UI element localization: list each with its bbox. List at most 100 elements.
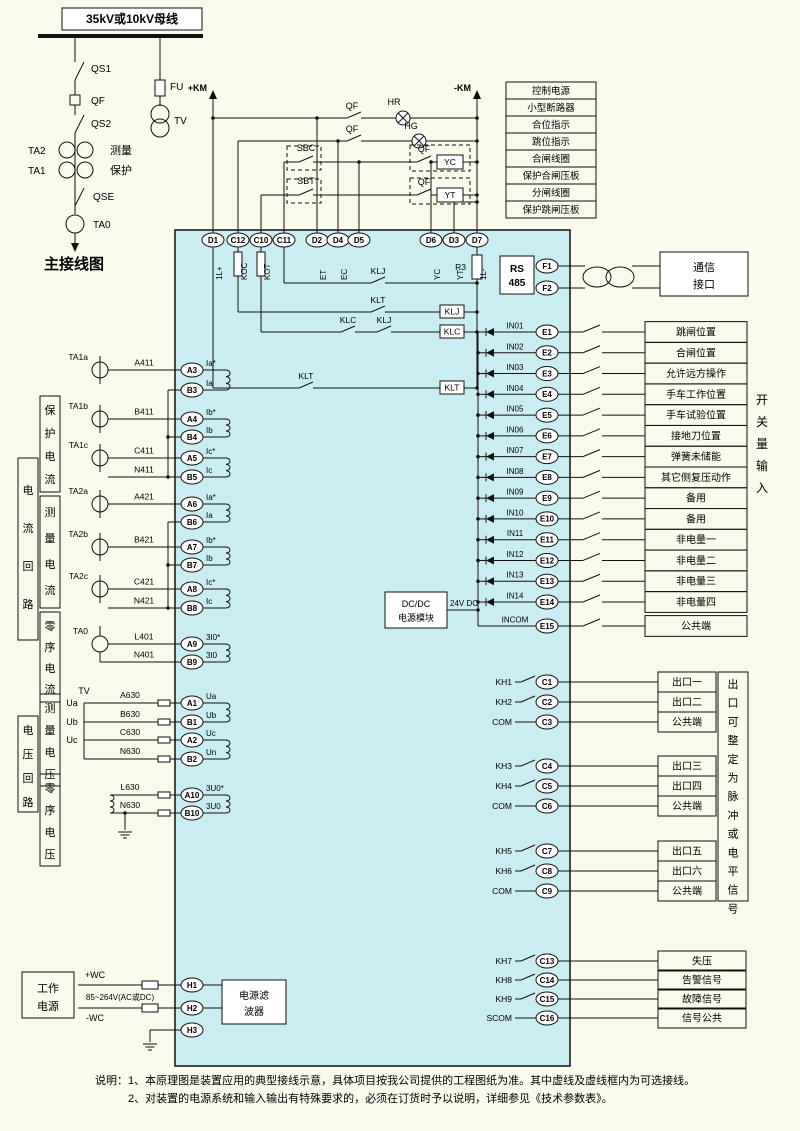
phase-label: Uc <box>67 735 78 745</box>
terminal-label: B10 <box>185 809 200 818</box>
terminal-label: H1 <box>187 981 198 990</box>
input-label: 非电量一 <box>676 533 716 546</box>
comm-box-label: 接口 <box>693 278 715 291</box>
output-label: 出口五 <box>672 845 702 858</box>
relay-contact-label: KH2 <box>495 697 512 707</box>
wire-label: C630 <box>120 727 141 737</box>
terminal-label: F2 <box>542 284 552 293</box>
terminal-sub-label: 1L+ <box>215 266 224 280</box>
coil-label: KLJ <box>445 307 460 317</box>
fuse-symbol <box>141 980 159 990</box>
terminal-label: C3 <box>542 718 553 727</box>
ct-label: TA2c <box>69 571 89 581</box>
junction-dot <box>476 475 480 480</box>
terminal-label: C2 <box>542 698 553 707</box>
terminal <box>180 600 204 616</box>
coil-symbol <box>109 794 115 814</box>
signal-label: Ia <box>206 511 213 520</box>
input-signal-label: IN08 <box>507 467 524 476</box>
output-label-box <box>657 988 747 1010</box>
terminal-label: E4 <box>542 390 552 399</box>
terminal-label: C5 <box>542 782 553 791</box>
output-label-box <box>657 711 717 733</box>
terminal-label: B5 <box>187 473 198 482</box>
terminal <box>180 654 204 670</box>
terminal-label: B9 <box>187 658 198 667</box>
terminal <box>535 694 559 710</box>
junction-dot <box>476 434 480 438</box>
relay-contact-label: COM <box>492 717 512 727</box>
terminal <box>535 552 559 568</box>
wire-label: +WC <box>85 970 106 980</box>
terminal <box>180 382 204 398</box>
signal-label: Ic <box>206 597 212 606</box>
terminal <box>535 843 559 859</box>
current-box-label: 序 <box>45 640 56 654</box>
diode-symbol <box>486 431 494 440</box>
filter-label: 波器 <box>244 1005 264 1018</box>
terminal-label: C11 <box>277 236 292 245</box>
output-note-label: 出 <box>728 677 739 691</box>
contact-label: QF <box>418 177 431 187</box>
relay-label: KLJ <box>371 266 386 276</box>
terminal <box>535 366 559 382</box>
legend-box <box>505 200 597 219</box>
current-box-label: 路 <box>23 598 34 611</box>
junction-dot <box>476 350 480 355</box>
contact-symbol <box>520 973 536 981</box>
terminal-label: E8 <box>542 473 552 482</box>
component-label: 测量 <box>110 144 132 157</box>
terminal <box>249 232 273 248</box>
coil-label: KLC <box>444 327 461 337</box>
terminal <box>535 714 559 730</box>
junction-dot <box>166 606 170 610</box>
terminal-label: A10 <box>185 791 200 800</box>
terminal <box>535 674 559 690</box>
component-label: 保护 <box>110 163 132 177</box>
contact-symbol <box>298 155 314 163</box>
ct-symbol <box>91 635 109 653</box>
contact-symbol <box>582 490 601 499</box>
output-note-label: 电 <box>728 846 739 859</box>
terminal <box>180 636 204 652</box>
signal-label: 3U0* <box>206 784 224 793</box>
ct-symbol <box>65 214 85 234</box>
output-label-box <box>657 1007 747 1029</box>
terminal <box>535 258 559 274</box>
input-signal-label: IN12 <box>507 550 524 559</box>
terminal-label: A1 <box>187 699 198 708</box>
terminal-label: D5 <box>354 236 365 245</box>
input-signal-label: IN05 <box>507 405 524 414</box>
input-signal-label: IN06 <box>507 425 524 434</box>
coil-label: YC <box>444 157 456 167</box>
wire-label: A411 <box>134 358 153 368</box>
input-signal-label: IN02 <box>507 342 524 351</box>
disconnector-symbol <box>74 114 85 134</box>
terminal-label: D2 <box>312 236 323 245</box>
terminal <box>180 362 204 378</box>
wire-label: L401 <box>135 632 154 642</box>
dcdc-label: 电源模块 <box>398 612 434 623</box>
terminal <box>180 411 204 427</box>
terminal <box>535 511 559 527</box>
terminal <box>180 469 204 485</box>
diode-symbol <box>486 535 494 544</box>
terminal <box>535 324 559 340</box>
legend-label: 合闸线圈 <box>532 153 570 165</box>
power-box-label: 电源 <box>37 999 59 1013</box>
disconnector-symbol <box>74 61 85 81</box>
filter-label: 电源滤 <box>239 989 269 1002</box>
diode-symbol <box>486 556 494 565</box>
ct-label: TA2b <box>68 529 88 539</box>
cable-symbol <box>582 266 612 288</box>
terminal <box>535 469 559 485</box>
terminal <box>180 787 204 803</box>
output-label: 公共端 <box>672 716 702 729</box>
terminal-label: C9 <box>542 887 553 896</box>
signal-label: Ib* <box>206 408 216 417</box>
terminal <box>535 490 559 506</box>
terminal-label: C8 <box>542 867 553 876</box>
diode-symbol <box>486 411 494 420</box>
fuse-symbol <box>141 1003 159 1013</box>
terminal-label: B3 <box>187 386 198 395</box>
